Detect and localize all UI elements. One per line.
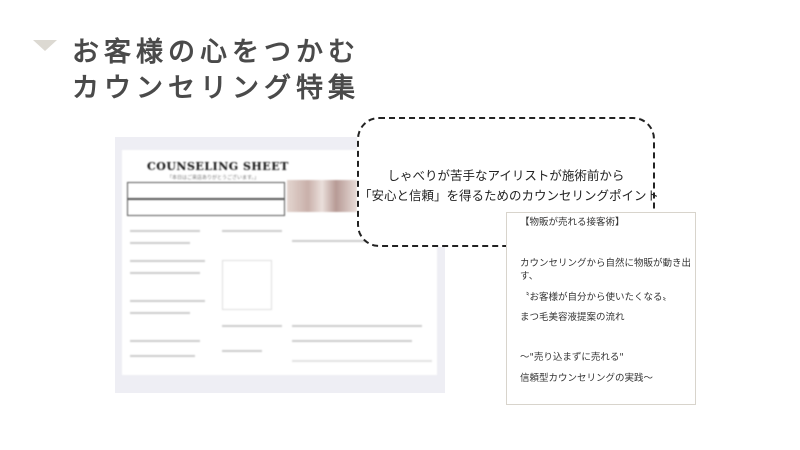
note-card: 【物販が売れる接客術】 カウンセリングから自然に物販が動き出 す、 〝お客様が自… — [506, 212, 696, 405]
sheet-subtitle: 「本日はご来店ありがとうございます。」 — [167, 175, 260, 181]
note-line: カウンセリングから自然に物販が動き出 — [520, 258, 692, 269]
note-line: まつ毛美容液提案の流れ — [520, 312, 625, 323]
sheet-area — [222, 260, 272, 310]
page-title-line1: お客様の心をつかむ — [72, 37, 360, 68]
sheet-photo — [287, 180, 357, 212]
note-heading: 【物販が売れる接客術】 — [520, 217, 625, 228]
triangle-down-icon — [33, 40, 57, 51]
page-title-line2: カウンセリング特集 — [72, 73, 360, 104]
divider — [127, 198, 285, 200]
callout-line1: しゃべりが苦手なアイリストが施術前から — [387, 168, 625, 183]
note-line: 〜"売り込まずに売れる" — [520, 352, 624, 363]
note-line: 信頼型カウンセリングの実践〜 — [520, 373, 654, 384]
note-line: す、 — [520, 271, 539, 282]
note-line: 〝お客様が自分から使いたくなる〟 — [520, 292, 673, 303]
callout-line2: 「安心と信頼」を得るためのカウンセリングポイント — [359, 188, 660, 203]
sheet-title: COUNSELING SHEET — [147, 160, 289, 173]
